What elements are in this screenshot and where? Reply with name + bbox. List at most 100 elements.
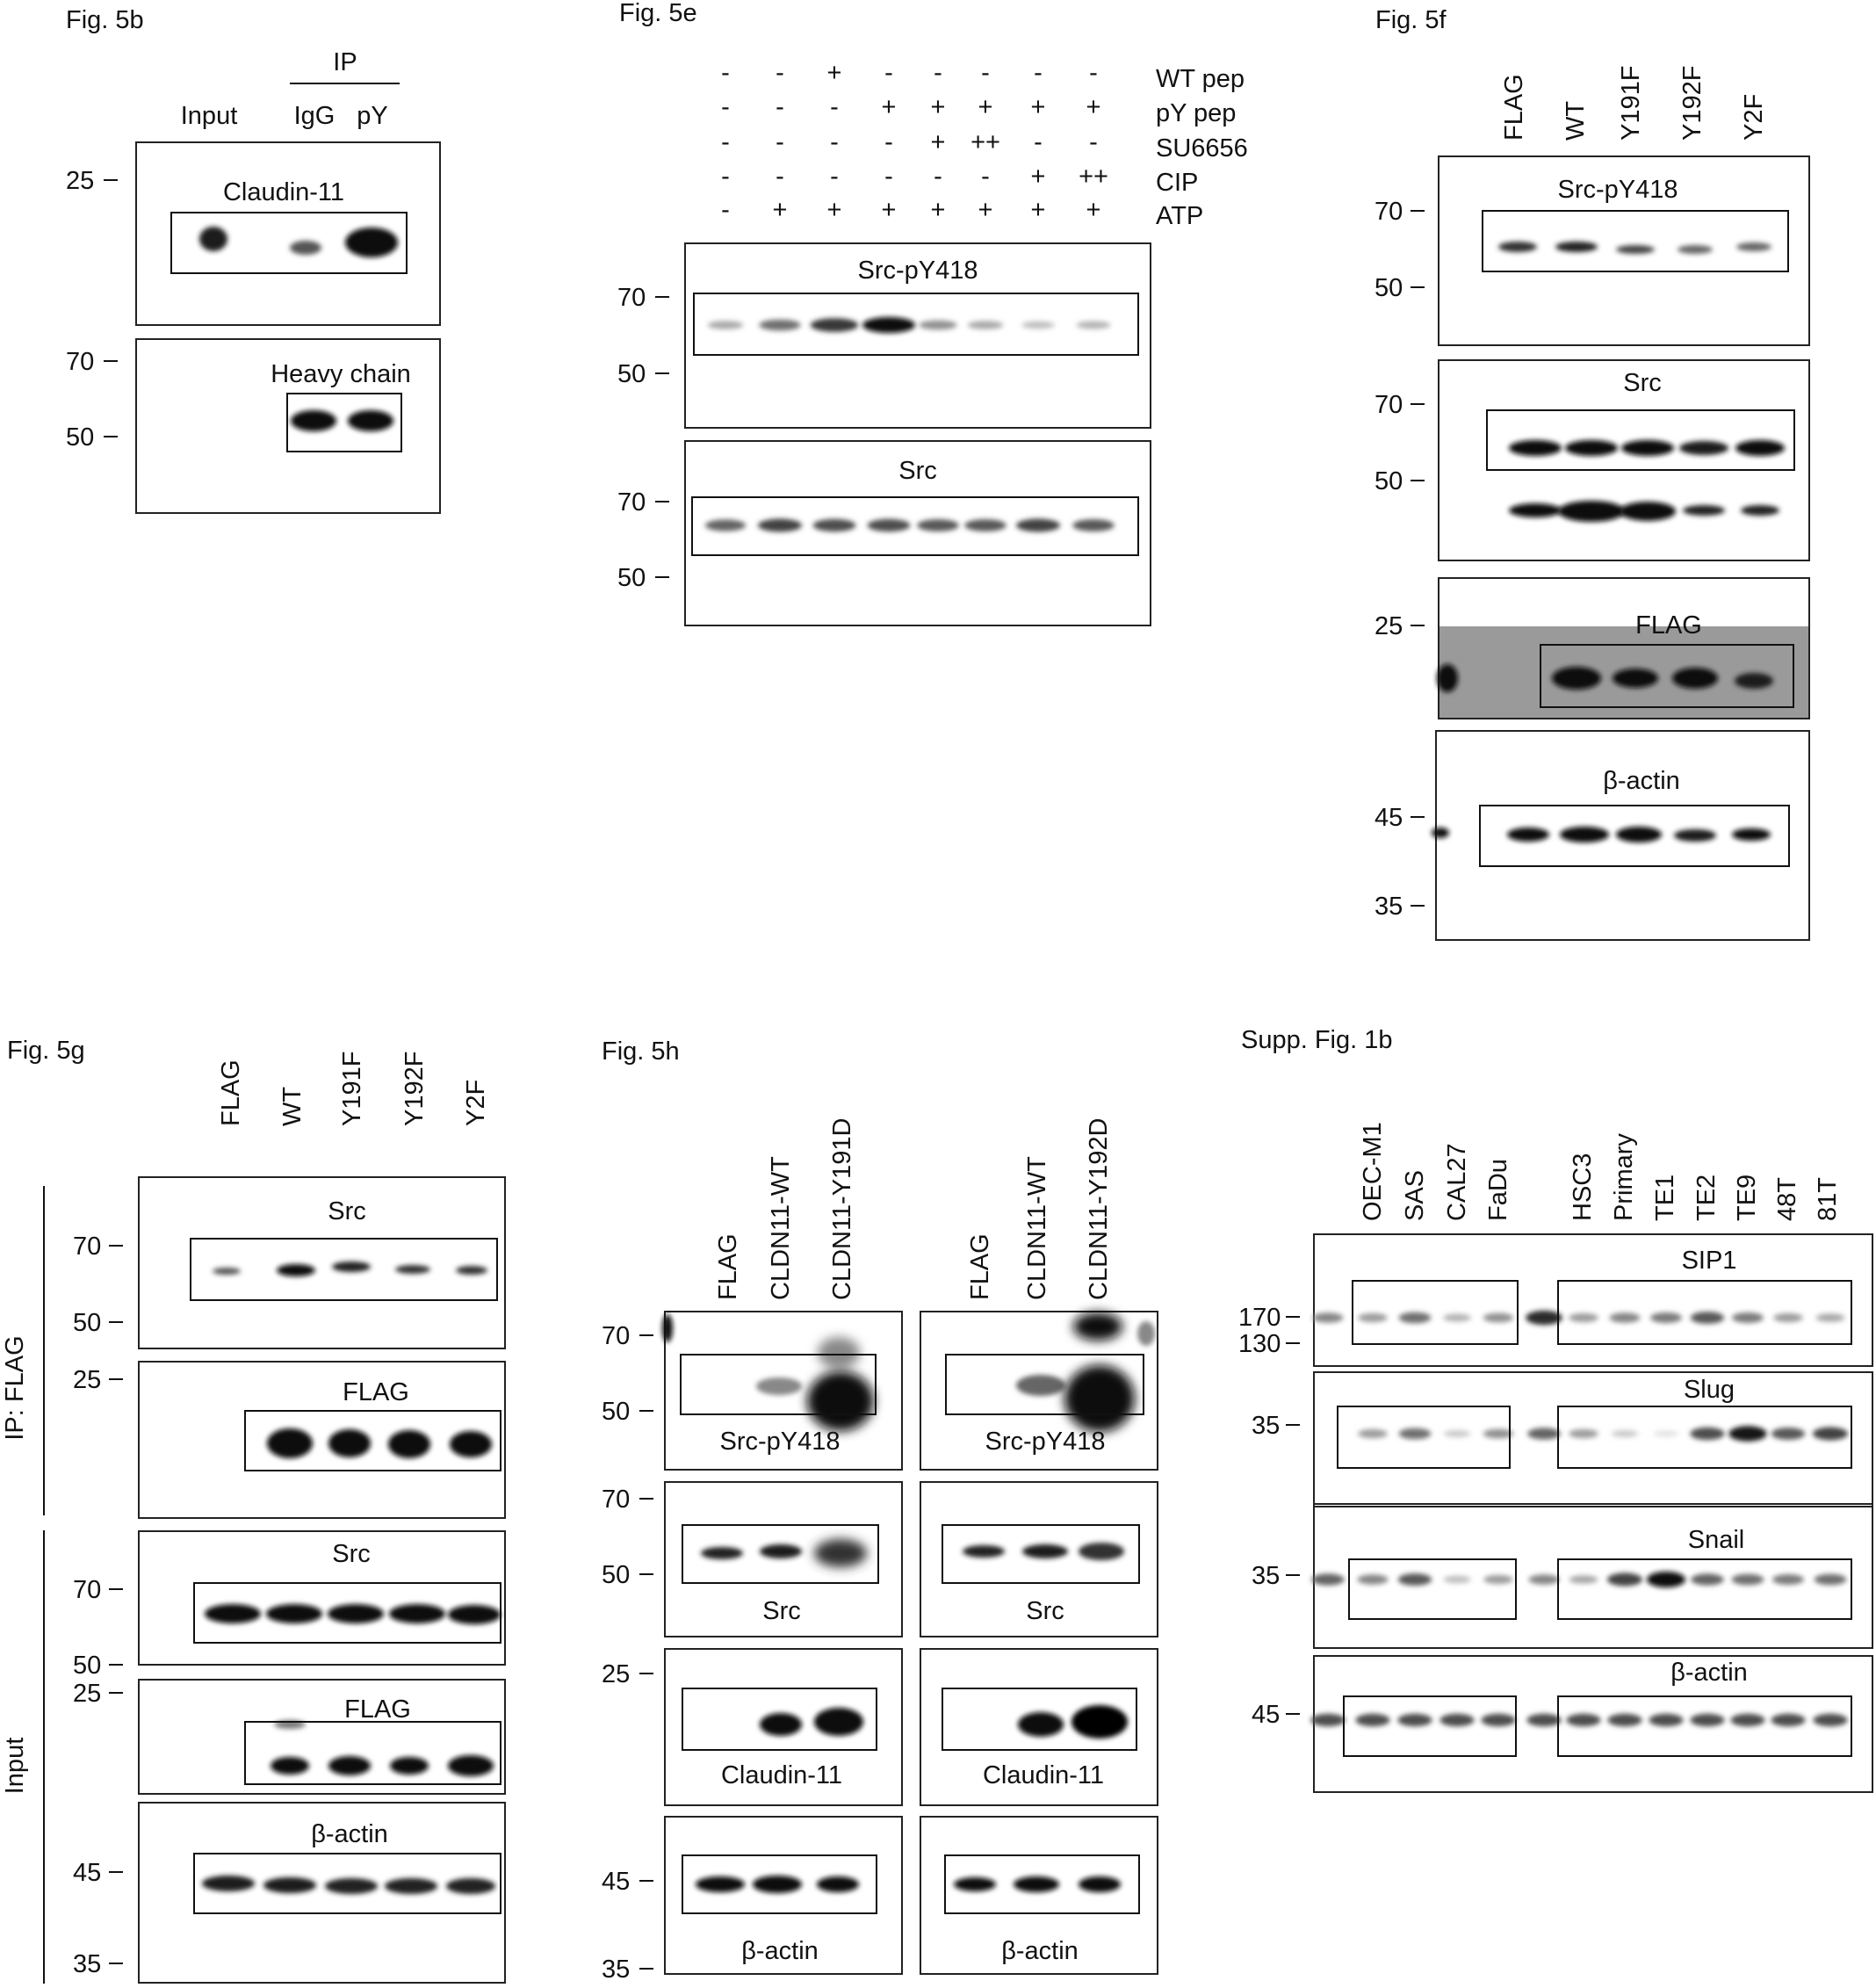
fig5b-marker-70: 70 — [66, 348, 94, 376]
fig5f-lane-wt: WT — [1562, 101, 1590, 141]
fig5f-marker-35: 35 — [1375, 893, 1403, 921]
fig5g-marker-35: 35 — [73, 1950, 101, 1978]
supp1b-band-actin — [1397, 1713, 1432, 1727]
fig5g-input-label: Input — [1, 1738, 29, 1795]
fig5g-marker-50a: 50 — [73, 1309, 101, 1337]
fig5e-band-py418 — [810, 318, 859, 332]
fig5h-actin-label-left: β-actin — [741, 1937, 819, 1965]
supp1b-sip1-label: SIP1 — [1682, 1247, 1737, 1275]
fig5e-sign: - — [721, 128, 730, 156]
panel-fig5f: Fig. 5f FLAG WT Y191F Y192F Y2F Src-pY41… — [1375, 6, 1810, 941]
fig5e-sign: + — [1031, 163, 1046, 191]
supp1b-crop-box-sip1-b — [1557, 1280, 1852, 1345]
fig5h-crop-box-src-left — [682, 1524, 879, 1584]
supp1b-band-actin — [1481, 1713, 1516, 1727]
supp1b-crop-box-snail-b — [1557, 1558, 1852, 1620]
fig5g-blot-input-src — [138, 1530, 506, 1666]
panel-supp1b: Supp. Fig. 1b OEC-M1 SAS CAL27 FaDu HSC3… — [1238, 1026, 1873, 1793]
fig5g-bands-ip-src — [213, 1261, 487, 1276]
fig5h-marker-50a: 50 — [602, 1398, 630, 1426]
fig5f-lane-flag: FLAG — [1500, 74, 1528, 141]
fig5e-sign: + — [1086, 93, 1101, 121]
fig5h-py418-label-left: Src-pY418 — [719, 1428, 840, 1456]
supp1b-band-actin — [1607, 1713, 1642, 1727]
fig5e-band-py418 — [919, 320, 957, 330]
supp1b-band-actin — [1771, 1713, 1806, 1727]
fig5e-row-label-pypep: pY pep — [1156, 99, 1236, 127]
fig5b-claudin-label: Claudin-11 — [223, 178, 344, 206]
fig5e-band-py418 — [1021, 321, 1055, 329]
fig5e-bands-src — [704, 518, 1115, 532]
fig5e-marker-50a: 50 — [617, 360, 646, 388]
fig5h-blot-src-left — [664, 1481, 903, 1637]
supp1b-band-slug — [1728, 1426, 1767, 1442]
fig5g-crop-box-input-src — [193, 1582, 501, 1644]
supp1b-band-slug — [1483, 1428, 1514, 1439]
fig5h-actin-label-right: β-actin — [1001, 1937, 1079, 1965]
fig5h-lane-right-flag: FLAG — [966, 1233, 994, 1300]
supp1b-band-snail — [1772, 1574, 1804, 1585]
fig5g-bands-input-flag — [271, 1720, 494, 1776]
fig5f-bands-flag — [1437, 664, 1773, 692]
fig5b-lane-input: Input — [181, 102, 238, 130]
supp1b-crop-box-sip1-a — [1352, 1280, 1519, 1345]
fig5b-crop-box-claudin — [170, 212, 408, 274]
fig5e-marker-70b: 70 — [617, 488, 646, 517]
fig5g-crop-box-input-actin — [193, 1853, 501, 1914]
fig5e-marker-70a: 70 — [617, 284, 646, 312]
fig5b-ip-header: IP — [333, 48, 357, 76]
fig5f-lane-y191f: Y191F — [1617, 66, 1645, 141]
fig5e-sign: - — [1089, 59, 1098, 87]
fig5e-sign: - — [934, 59, 942, 87]
fig5e-title: Fig. 5e — [619, 0, 697, 27]
fig5e-row-label-wtpep: WT pep — [1156, 65, 1245, 93]
fig5e-sign: - — [776, 93, 784, 121]
supp1b-band-snail — [1311, 1573, 1345, 1586]
supp1b-bands-actin — [1310, 1713, 1848, 1727]
fig5h-crop-box-claudin-left — [682, 1688, 877, 1751]
fig5f-lane-y192f: Y192F — [1678, 66, 1706, 141]
supp1b-marker-170: 170 — [1238, 1304, 1281, 1332]
fig5e-sign: + — [1086, 196, 1101, 224]
fig5b-band-heavy-py — [348, 410, 393, 431]
fig5f-marker-50a: 50 — [1375, 274, 1403, 302]
fig5h-lane-right-wt: CLDN11-WT — [1023, 1156, 1051, 1300]
supp1b-band-sip1 — [1609, 1312, 1641, 1323]
fig5g-input-flag-label: FLAG — [344, 1695, 411, 1724]
fig5h-crop-box-py418-left — [680, 1354, 877, 1415]
supp1b-band-slug — [1771, 1428, 1806, 1440]
fig5e-condition-table: --+--------+++++----+++--------+++-+++++… — [721, 59, 1108, 224]
fig5g-bands-input-src — [205, 1604, 501, 1624]
fig5e-src-label: Src — [898, 457, 937, 485]
fig5h-blot-actin-left — [664, 1816, 903, 1975]
fig5f-marker-45: 45 — [1375, 804, 1403, 832]
fig5e-band-src — [1072, 519, 1115, 531]
fig5f-title: Fig. 5f — [1375, 6, 1447, 34]
fig5e-sign: + — [882, 93, 897, 121]
supp1b-marker-130: 130 — [1238, 1330, 1281, 1358]
fig5f-blot-py418 — [1438, 155, 1810, 346]
fig5e-sign: - — [721, 196, 730, 224]
supp1b-band-actin — [1730, 1713, 1765, 1727]
fig5b-lane-igg: IgG — [294, 102, 336, 130]
fig5g-blot-input-flag — [138, 1679, 506, 1795]
supp1b-band-snail — [1647, 1572, 1685, 1587]
supp1b-band-sip1 — [1312, 1312, 1344, 1323]
fig5h-py418-label-right: Src-pY418 — [985, 1428, 1105, 1456]
fig5h-lane-left-flag: FLAG — [714, 1233, 742, 1300]
fig5g-marker-25a: 25 — [73, 1366, 101, 1394]
fig5e-crop-box-py418 — [693, 293, 1139, 356]
supp1b-band-slug — [1569, 1428, 1598, 1439]
fig5e-bands-py418 — [707, 317, 1111, 333]
supp1b-band-sip1 — [1815, 1313, 1845, 1322]
supp1b-band-sip1 — [1398, 1312, 1432, 1324]
fig5e-blot-py418 — [684, 242, 1151, 429]
supp1b-band-snail — [1569, 1575, 1598, 1584]
fig5g-ip-flag-label: FLAG — [343, 1378, 409, 1406]
supp1b-band-sip1 — [1732, 1312, 1764, 1323]
fig5g-lane-wt: WT — [278, 1087, 307, 1126]
fig5g-marker-70b: 70 — [73, 1576, 101, 1604]
fig5f-crop-box-flag — [1540, 644, 1794, 708]
fig5h-marker-45: 45 — [602, 1868, 630, 1896]
